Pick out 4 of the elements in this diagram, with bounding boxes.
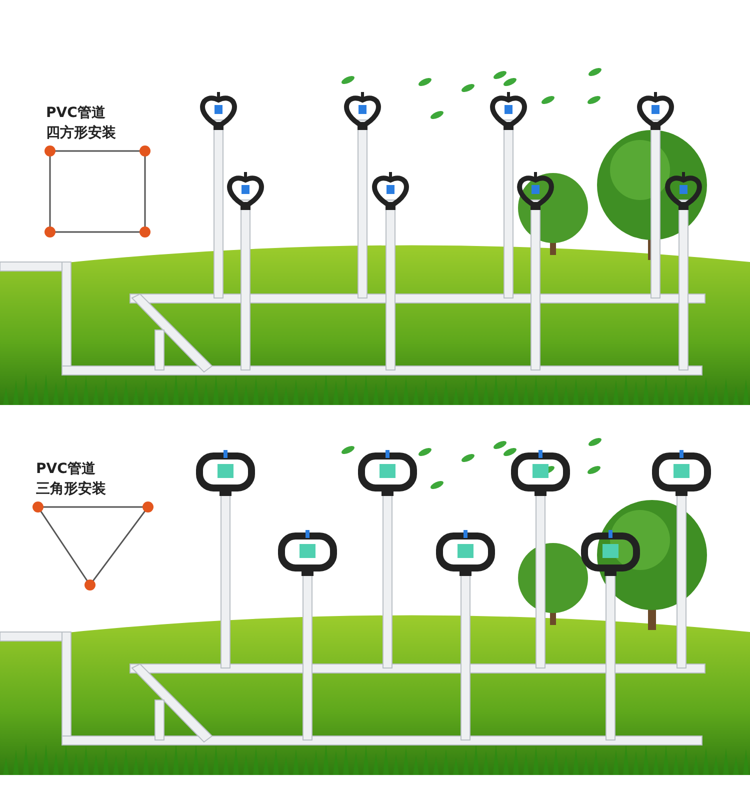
- layout-label: PVC管道: [36, 460, 96, 478]
- layout-label: 四方形安装: [46, 124, 116, 142]
- layout-label: 三角形安装: [36, 480, 106, 498]
- layout-label: PVC管道: [46, 104, 106, 122]
